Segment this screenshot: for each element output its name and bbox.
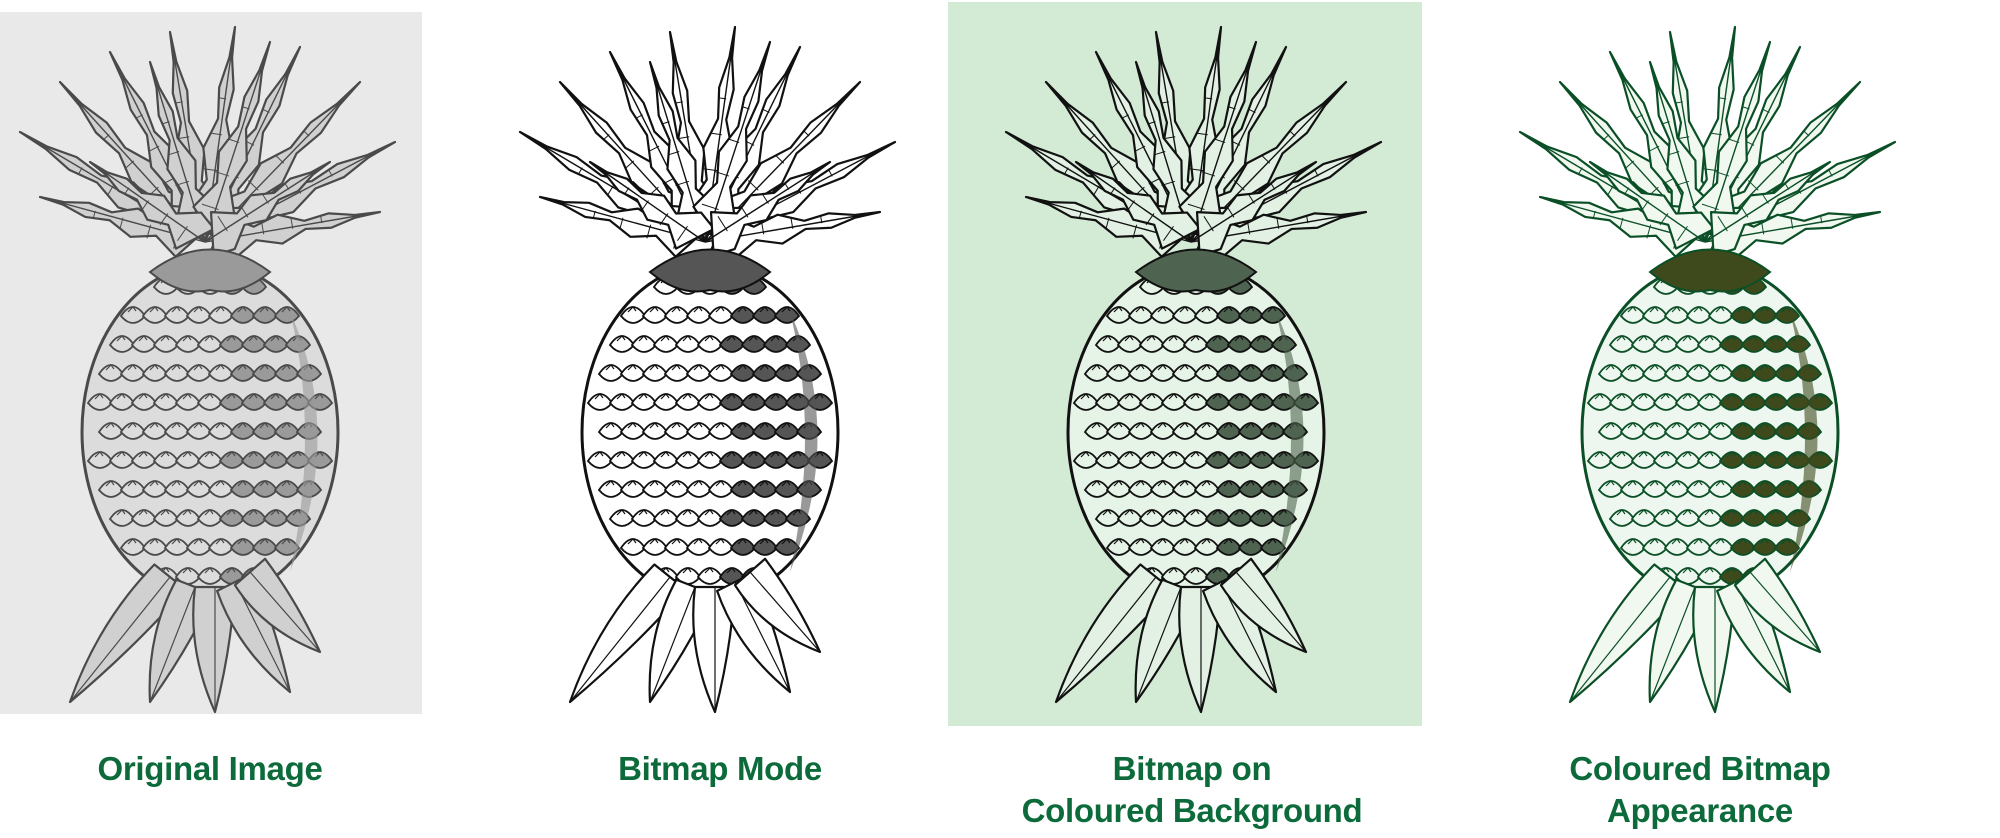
caption-coloured-bitmap: Coloured Bitmap Appearance — [1460, 748, 1940, 832]
panel-original — [0, 12, 422, 714]
pineapple-illustration-coloured — [1518, 25, 1897, 714]
caption-bitmap-coloured-bg: Bitmap on Coloured Background — [952, 748, 1432, 832]
caption-original: Original Image — [0, 748, 450, 790]
panel-bitmap-coloured-bg — [948, 2, 1422, 726]
caption-original-line-1: Original Image — [97, 750, 323, 787]
caption-bitmap: Bitmap Mode — [480, 748, 960, 790]
pineapple-illustration-bitmap — [518, 25, 897, 714]
pineapple-illustration-original — [0, 12, 422, 714]
caption-bitmap-coloured-bg-line-2: Coloured Background — [1021, 792, 1363, 829]
caption-bitmap-line-1: Bitmap Mode — [618, 750, 822, 787]
panel-coloured-bitmap — [1500, 12, 1930, 714]
panel-bitmap — [500, 12, 930, 714]
pineapple-illustration-bitmap-coloured-bg — [948, 2, 1422, 726]
caption-coloured-bitmap-line-2: Appearance — [1607, 792, 1793, 829]
caption-bitmap-coloured-bg-line-1: Bitmap on — [1112, 750, 1272, 787]
caption-coloured-bitmap-line-1: Coloured Bitmap — [1569, 750, 1831, 787]
